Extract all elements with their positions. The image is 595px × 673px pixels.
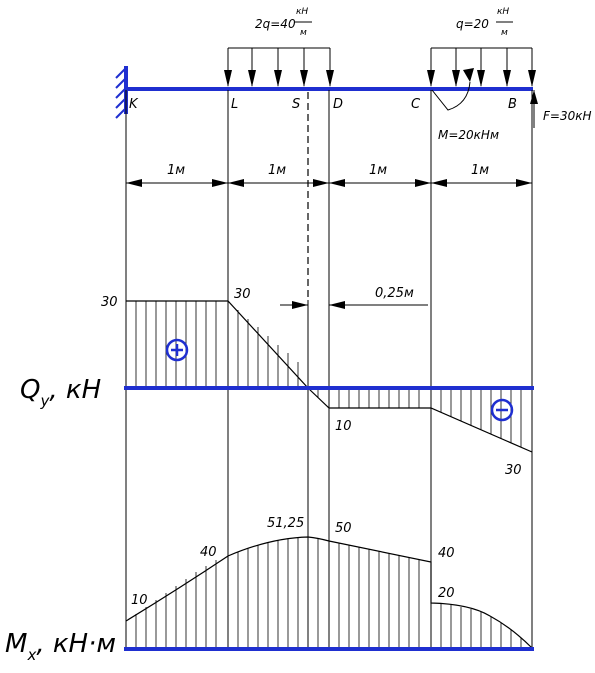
dimension-seg2: 1м	[268, 163, 286, 178]
load-2q-unit-den: м	[300, 28, 307, 38]
offset-dimension	[280, 301, 428, 309]
load-2q-label: 2q=40	[255, 17, 296, 31]
q-value-10: 10	[335, 419, 352, 434]
force-arrow	[530, 90, 538, 128]
dimension-seg1: 1м	[167, 163, 185, 178]
force-label: F=30кН	[543, 109, 592, 123]
q-diagram	[126, 300, 533, 453]
dimension-seg3: 1м	[369, 163, 387, 178]
q-value-30-b: 30	[505, 463, 522, 478]
q-axis-label: Qy, кН	[20, 375, 101, 410]
point-k-label: K	[129, 97, 139, 112]
m-hatching	[135, 538, 522, 648]
load-q-label: q=20	[456, 17, 489, 31]
m-diagram	[125, 536, 533, 649]
point-d-label: D	[333, 97, 343, 112]
moment-label: M=20кНм	[438, 128, 499, 142]
point-b-label: B	[508, 97, 517, 112]
q-outline	[126, 300, 533, 453]
point-s-label: S	[292, 97, 300, 112]
dimension-seg4: 1м	[471, 163, 489, 178]
m-value-20: 20	[438, 586, 455, 601]
fixed-support	[115, 66, 128, 119]
q-value-30-l: 30	[234, 287, 251, 302]
q-value-30-left: 30	[101, 295, 118, 310]
point-l-label: L	[231, 97, 238, 112]
load-2q-unit-num: кН	[296, 7, 308, 17]
m-value-50: 50	[335, 521, 352, 536]
m-outline	[125, 536, 533, 649]
moment-symbol	[431, 68, 474, 111]
load-q-unit-num: кН	[497, 7, 509, 17]
m-value-40-c: 40	[438, 546, 455, 561]
point-c-label: C	[411, 97, 421, 112]
distributed-load-q	[427, 47, 536, 87]
q-hatching	[135, 301, 522, 447]
distributed-load-2q	[224, 47, 334, 87]
minus-sign	[490, 398, 514, 422]
m-value-10: 10	[131, 593, 148, 608]
m-value-40-l: 40	[200, 545, 217, 560]
m-axis-label: Mx, кН·м	[5, 629, 116, 664]
m-value-5125: 51,25	[267, 516, 304, 531]
plus-sign	[165, 338, 189, 362]
dimension-offset: 0,25м	[375, 286, 414, 301]
load-q-unit-den: м	[501, 28, 508, 38]
dimension-chain	[126, 179, 532, 187]
